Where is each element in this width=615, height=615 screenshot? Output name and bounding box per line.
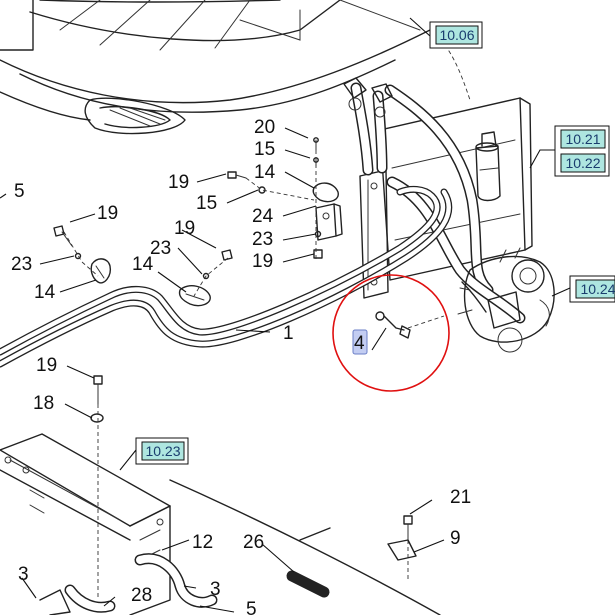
compressor-drawing bbox=[457, 247, 555, 353]
callout-19: 19 bbox=[97, 203, 118, 224]
callout-15: 15 bbox=[254, 139, 275, 160]
grip-part-26 bbox=[286, 570, 330, 598]
callout-18: 18 bbox=[33, 393, 54, 414]
clamp-part-14-left bbox=[90, 258, 112, 284]
callout-23: 23 bbox=[11, 254, 32, 275]
filter-canister bbox=[475, 131, 501, 202]
svg-text:10.06: 10.06 bbox=[439, 27, 474, 43]
callout-14: 14 bbox=[132, 254, 154, 275]
inset-frame-corner bbox=[0, 0, 34, 51]
svg-text:4: 4 bbox=[354, 333, 365, 354]
bracket-part-24 bbox=[315, 203, 343, 241]
hood-cover-drawing bbox=[0, 0, 471, 135]
assembly-dashed-lines bbox=[63, 150, 445, 600]
callout-3: 3 bbox=[210, 579, 221, 600]
lower-deck-drawing bbox=[169, 479, 441, 615]
clamp-part-14-right bbox=[312, 182, 339, 203]
callout-19: 19 bbox=[168, 172, 189, 193]
callout-26: 26 bbox=[243, 532, 264, 553]
callout-3: 3 bbox=[18, 564, 29, 585]
callout-20: 20 bbox=[254, 117, 275, 138]
callout-15: 15 bbox=[196, 193, 217, 214]
tube-part-1 bbox=[0, 185, 453, 368]
svg-text:10.21: 10.21 bbox=[565, 131, 600, 147]
callout-19: 19 bbox=[174, 218, 195, 239]
callout-4-highlighted[interactable]: 4 bbox=[352, 329, 368, 355]
callout-24: 24 bbox=[252, 206, 274, 227]
svg-text:10.23: 10.23 bbox=[145, 443, 180, 459]
callout-14: 14 bbox=[34, 282, 56, 303]
lower-hoses bbox=[39, 553, 218, 615]
callout-14: 14 bbox=[254, 162, 276, 183]
sensor-part-4 bbox=[375, 311, 411, 339]
callout-9: 9 bbox=[450, 528, 461, 549]
hydraulic-hoses bbox=[343, 77, 526, 324]
highlight-circle bbox=[332, 274, 450, 392]
callout-23: 23 bbox=[252, 229, 273, 250]
callout-5: 5 bbox=[14, 181, 25, 202]
reference-10-24[interactable]: 10.24 bbox=[551, 275, 615, 303]
callout-5: 5 bbox=[246, 599, 257, 615]
callout-21: 21 bbox=[450, 487, 471, 508]
callout-19: 19 bbox=[36, 355, 57, 376]
svg-text:10.22: 10.22 bbox=[565, 155, 600, 171]
clamp-part-14-middle bbox=[178, 285, 211, 307]
reference-10-23[interactable]: 10.23 bbox=[119, 437, 189, 471]
reference-10-06[interactable]: 10.06 bbox=[409, 17, 483, 49]
callout-28: 28 bbox=[131, 585, 152, 606]
callout-23: 23 bbox=[150, 238, 171, 259]
svg-text:10.24: 10.24 bbox=[580, 281, 615, 297]
callout-numbers: 20 15 14 19 15 24 23 19 5 19 23 14 19 23… bbox=[11, 117, 471, 615]
lower-enclosure-drawing bbox=[0, 433, 171, 615]
callout-12: 12 bbox=[192, 532, 213, 553]
callout-19: 19 bbox=[252, 251, 273, 272]
reference-10-22[interactable]: 10.22 bbox=[529, 149, 606, 173]
callout-leaders bbox=[0, 127, 445, 613]
callout-1: 1 bbox=[283, 323, 294, 344]
